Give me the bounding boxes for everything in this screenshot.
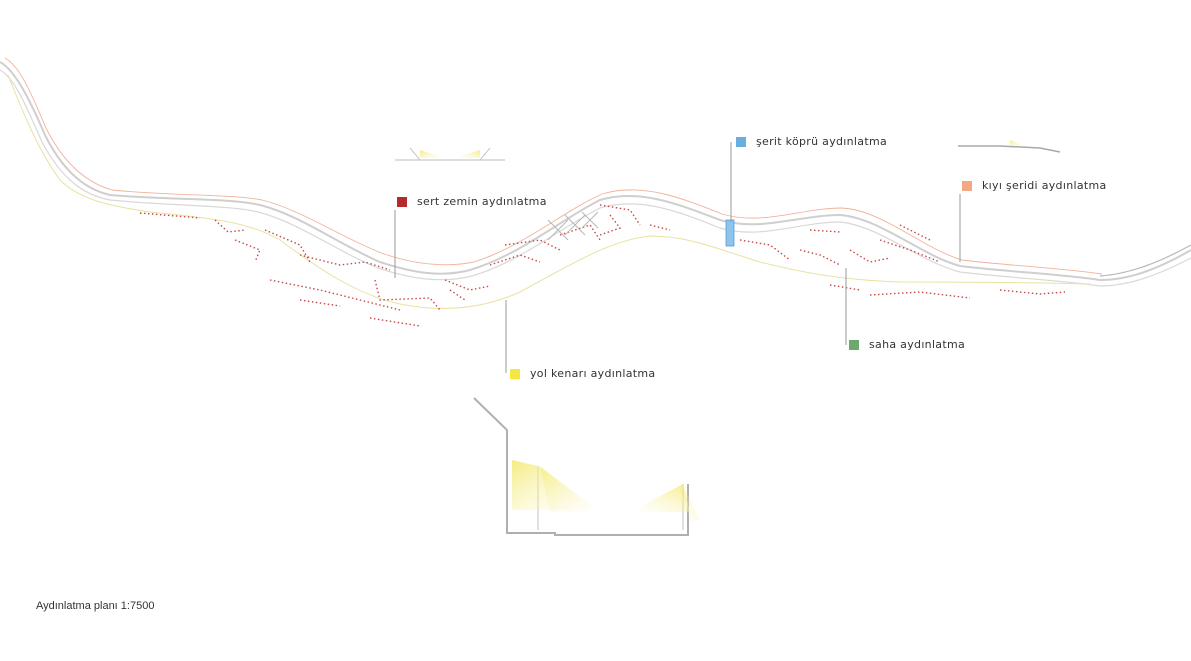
legend-label: şerit köprü aydınlatma xyxy=(756,135,887,148)
road-network xyxy=(0,57,1191,309)
plaza-pattern xyxy=(547,211,599,241)
legend-sert-zemin: sert zemin aydınlatma xyxy=(397,195,547,208)
plan-caption: Aydınlatma planı 1:7500 xyxy=(36,600,155,612)
legend-label: sert zemin aydınlatma xyxy=(417,195,547,208)
legend-yol-kenari: yol kenarı aydınlatma xyxy=(510,367,655,380)
hardscape-lighting-dots xyxy=(139,204,1066,327)
legend-swatch-yellow xyxy=(510,368,520,379)
section-detail-shore xyxy=(958,140,1061,153)
legend-label: saha aydınlatma xyxy=(869,338,966,351)
legend-swatch-green xyxy=(849,339,859,350)
section-detail-hardscape xyxy=(395,147,505,161)
bridge-strip-light xyxy=(725,219,735,247)
legend-swatch-salmon xyxy=(962,180,972,191)
legend-label: kıyı şeridi aydınlatma xyxy=(982,179,1107,192)
legend-serit-kopru: şerit köprü aydınlatma xyxy=(736,135,887,148)
legend-saha: saha aydınlatma xyxy=(849,338,965,351)
section-detail-roadside xyxy=(473,397,700,536)
legend-swatch-blue xyxy=(736,136,746,147)
legend-kiyi-seridi: kıyı şeridi aydınlatma xyxy=(962,179,1107,192)
legend-label: yol kenarı aydınlatma xyxy=(530,367,656,380)
legend-leader-lines xyxy=(394,142,961,373)
legend-swatch-red xyxy=(397,196,407,207)
